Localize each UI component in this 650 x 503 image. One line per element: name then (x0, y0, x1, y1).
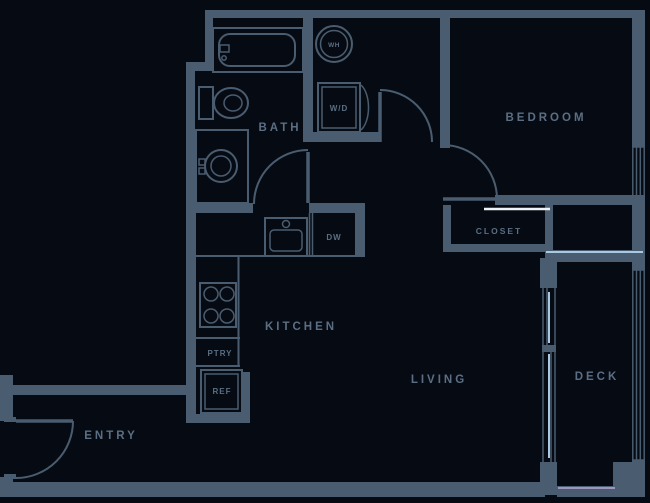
doors (4, 89, 498, 479)
hall-bottom-wall (309, 203, 365, 213)
stove-burner (203, 308, 219, 324)
kitchen-left-wall (186, 203, 196, 420)
water-heater-label: WH (328, 42, 340, 49)
bath-label: BATH (258, 122, 301, 134)
pantry-label: PTRY (207, 349, 232, 358)
deck-corner-post (613, 462, 645, 497)
bath-door (253, 149, 310, 205)
toilet-bowl (213, 87, 249, 119)
stove-burner (219, 308, 235, 324)
water-heater (315, 25, 353, 63)
closet-bottom-wall (443, 244, 553, 252)
bath-sink-faucet (198, 158, 206, 166)
right-exterior-wall-mid (632, 196, 645, 270)
ref-nook-bottom-wall (186, 414, 250, 423)
bedroom-door (442, 144, 498, 201)
windows (632, 146, 645, 461)
kitchen-sink (264, 217, 308, 257)
toilet-bowl-inner (223, 94, 243, 112)
bedroom-label: BEDROOM (505, 112, 586, 124)
bottom-exterior-wall (0, 482, 545, 497)
entry-label: ENTRY (84, 430, 138, 442)
entry-top-wall (13, 385, 196, 395)
bath-sink-inner (210, 155, 232, 177)
right-exterior-wall-upper (632, 10, 645, 147)
slider-meeting-stile (542, 345, 556, 352)
bathtub-drain (221, 55, 227, 61)
bath-sink-faucet (198, 167, 206, 175)
top-exterior-wall (205, 10, 645, 18)
bathtub-faucet (219, 44, 230, 53)
bath-laundry-wall (303, 10, 313, 142)
bath-bottom-wall (186, 203, 253, 213)
bath-left-wall (186, 62, 195, 213)
washer-dryer-label: W/D (330, 104, 349, 113)
laundry-fixtures (315, 25, 370, 133)
stove-burner (203, 286, 219, 302)
bath-vanity (195, 129, 249, 204)
living-label: LIVING (411, 374, 467, 386)
deck-window (632, 269, 645, 461)
laundry-bottom-wall (303, 132, 380, 142)
water-heater-inner (319, 29, 349, 59)
appliance-labels: WH W/D DW REF (213, 42, 349, 396)
kitchen-right-wall (355, 203, 365, 257)
stove-burner (219, 286, 235, 302)
sliding-glass-door (542, 288, 556, 462)
washer-dryer-inner (321, 86, 357, 129)
refrigerator-inner (204, 373, 239, 410)
bedroom-bottom-wall (495, 195, 645, 205)
bathtub-basin (218, 33, 296, 67)
closet-left-wall (443, 205, 451, 252)
kitchen-sink-basin (269, 229, 303, 252)
toilet-tank (198, 86, 214, 120)
kitchen-fixtures (196, 213, 363, 414)
refrigerator-label: REF (213, 387, 232, 396)
slider-top-post (540, 258, 557, 288)
closet-right-wall (545, 205, 553, 252)
washer-dryer-door (360, 84, 370, 131)
ref-nook-right-wall (242, 372, 250, 423)
washer-dryer-unit (317, 82, 361, 133)
bathtub (212, 27, 304, 73)
range-stove (199, 282, 237, 328)
left-exterior-wall-upper (0, 375, 13, 421)
room-labels: BATH BEDROOM CLOSET KITCHEN LIVING DECK … (84, 112, 620, 442)
bath-step-wall (186, 62, 213, 71)
bedroom-left-wall (440, 10, 450, 148)
kitchen-sink-faucet (281, 219, 291, 229)
laundry-door (378, 89, 433, 143)
refrigerator (200, 369, 243, 414)
deck-label: DECK (575, 371, 620, 383)
bath-sink (204, 149, 238, 183)
tub-left-wall (205, 10, 213, 64)
bedroom-window (632, 146, 645, 197)
bath-fixtures (195, 27, 304, 204)
kitchen-label: KITCHEN (265, 321, 337, 333)
deck-bottom-wall (557, 486, 617, 497)
slider-bottom-post (540, 462, 557, 495)
closet-label: CLOSET (476, 226, 522, 236)
dishwasher-label: DW (326, 233, 341, 242)
entry-door (4, 417, 74, 479)
